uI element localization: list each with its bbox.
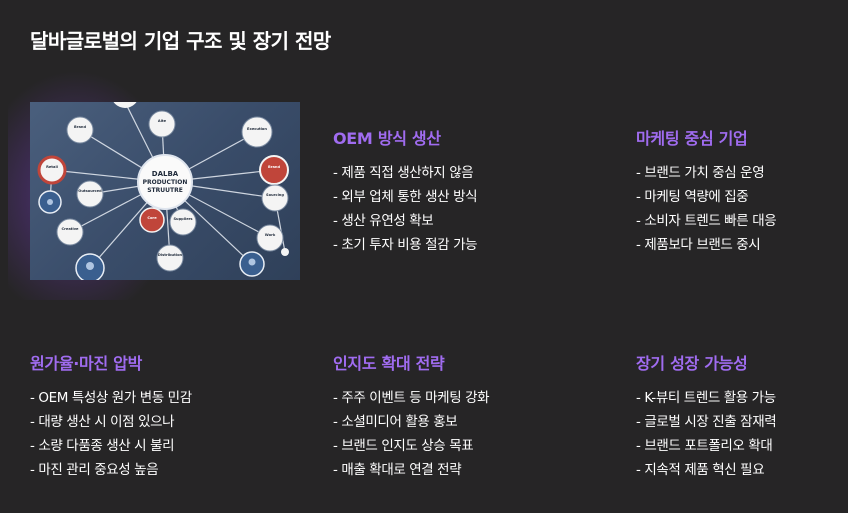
diagram-node-label: Alte	[158, 119, 167, 123]
list-item: - 외부 업체 통한 생산 방식	[333, 189, 478, 205]
diagram-center-label-3: STRUUTRE	[147, 187, 183, 194]
list-item: - 대량 생산 시 이점 있으나	[30, 414, 175, 430]
diagram-node-label: Suppliers	[173, 217, 192, 221]
diagram-graphic: DALBA PRODUCTION STRUUTRE Brand Alte Exe…	[37, 102, 289, 280]
section-marketing-company: 마케팅 중심 기업 - 브랜드 가치 중심 운영 - 마케팅 역량에 집중 - …	[636, 125, 848, 257]
page-title: 달바글로벌의 기업 구조 및 장기 전망	[30, 29, 331, 53]
list-item: - 초기 투자 비용 절감 가능	[333, 237, 478, 253]
list-item: - 마진 관리 중요성 높음	[30, 462, 159, 478]
diagram-node-label: Execution	[247, 127, 267, 131]
list-item: - 주주 이벤트 등 마케팅 강화	[333, 390, 490, 406]
list-item: - K-뷰티 트렌드 활용 가능	[636, 390, 776, 406]
diagram-center-label-2: PRODUCTION	[143, 179, 188, 186]
section-list: - 브랜드 가치 중심 운영 - 마케팅 역량에 집중 - 소비자 트렌드 빠른…	[636, 161, 848, 257]
list-item: - 브랜드 가치 중심 운영	[636, 165, 765, 181]
section-list: - K-뷰티 트렌드 활용 가능 - 글로벌 시장 진출 잠재력 - 브랜드 포…	[636, 386, 848, 482]
list-item: - 소량 다품종 생산 시 불리	[30, 438, 175, 454]
diagram-node-label: Distribution	[158, 253, 183, 257]
section-title: 장기 성장 가능성	[636, 354, 748, 373]
section-title: 마케팅 중심 기업	[636, 129, 748, 148]
list-item: - 글로벌 시장 진출 잠재력	[636, 414, 777, 430]
section-list: - OEM 특성상 원가 변동 민감 - 대량 생산 시 이점 있으나 - 소량…	[30, 386, 260, 482]
list-item: - 지속적 제품 혁신 필요	[636, 462, 765, 478]
diagram-node-label: Brand	[74, 125, 86, 129]
section-title: OEM 방식 생산	[333, 129, 441, 148]
diagram-center-label-1: DALBA	[152, 170, 179, 178]
list-item: - 마케팅 역량에 집중	[636, 189, 749, 205]
list-item: - 생산 유연성 확보	[333, 213, 434, 229]
section-awareness-strategy: 인지도 확대 전략 - 주주 이벤트 등 마케팅 강화 - 소셜미디어 활용 홍…	[333, 350, 563, 482]
production-structure-diagram: DALBA PRODUCTION STRUUTRE Brand Alte Exe…	[30, 102, 300, 280]
section-cost-margin: 원가율·마진 압박 - OEM 특성상 원가 변동 민감 - 대량 생산 시 이…	[30, 350, 260, 482]
list-item: - 제품보다 브랜드 중시	[636, 237, 761, 253]
diagram-node-label: Retail	[46, 165, 58, 169]
list-item: - 브랜드 포트폴리오 확대	[636, 438, 773, 454]
list-item: - 소비자 트렌드 빠른 대응	[636, 213, 777, 229]
section-list: - 제품 직접 생산하지 않음 - 외부 업체 통한 생산 방식 - 생산 유연…	[333, 161, 563, 257]
diagram-node-label: Work	[265, 233, 276, 237]
list-item: - 매출 확대로 연결 전략	[333, 462, 462, 478]
diagram-node-label: Creative	[61, 227, 79, 231]
section-list: - 주주 이벤트 등 마케팅 강화 - 소셜미디어 활용 홍보 - 브랜드 인지…	[333, 386, 563, 482]
diagram-node-label: Core	[147, 216, 157, 220]
section-title: 원가율·마진 압박	[30, 354, 142, 373]
diagram-node-label: Brand	[268, 165, 280, 169]
list-item: - 브랜드 인지도 상승 목표	[333, 438, 474, 454]
list-item: - OEM 특성상 원가 변동 민감	[30, 390, 192, 406]
list-item: - 소셜미디어 활용 홍보	[333, 414, 458, 430]
diagram-node-label: Sourcing	[266, 193, 284, 197]
section-long-term-growth: 장기 성장 가능성 - K-뷰티 트렌드 활용 가능 - 글로벌 시장 진출 잠…	[636, 350, 848, 482]
list-item: - 제품 직접 생산하지 않음	[333, 165, 474, 181]
section-oem-production: OEM 방식 생산 - 제품 직접 생산하지 않음 - 외부 업체 통한 생산 …	[333, 125, 563, 257]
diagram-node-label: Outsourced	[78, 189, 102, 193]
section-title: 인지도 확대 전략	[333, 354, 445, 373]
